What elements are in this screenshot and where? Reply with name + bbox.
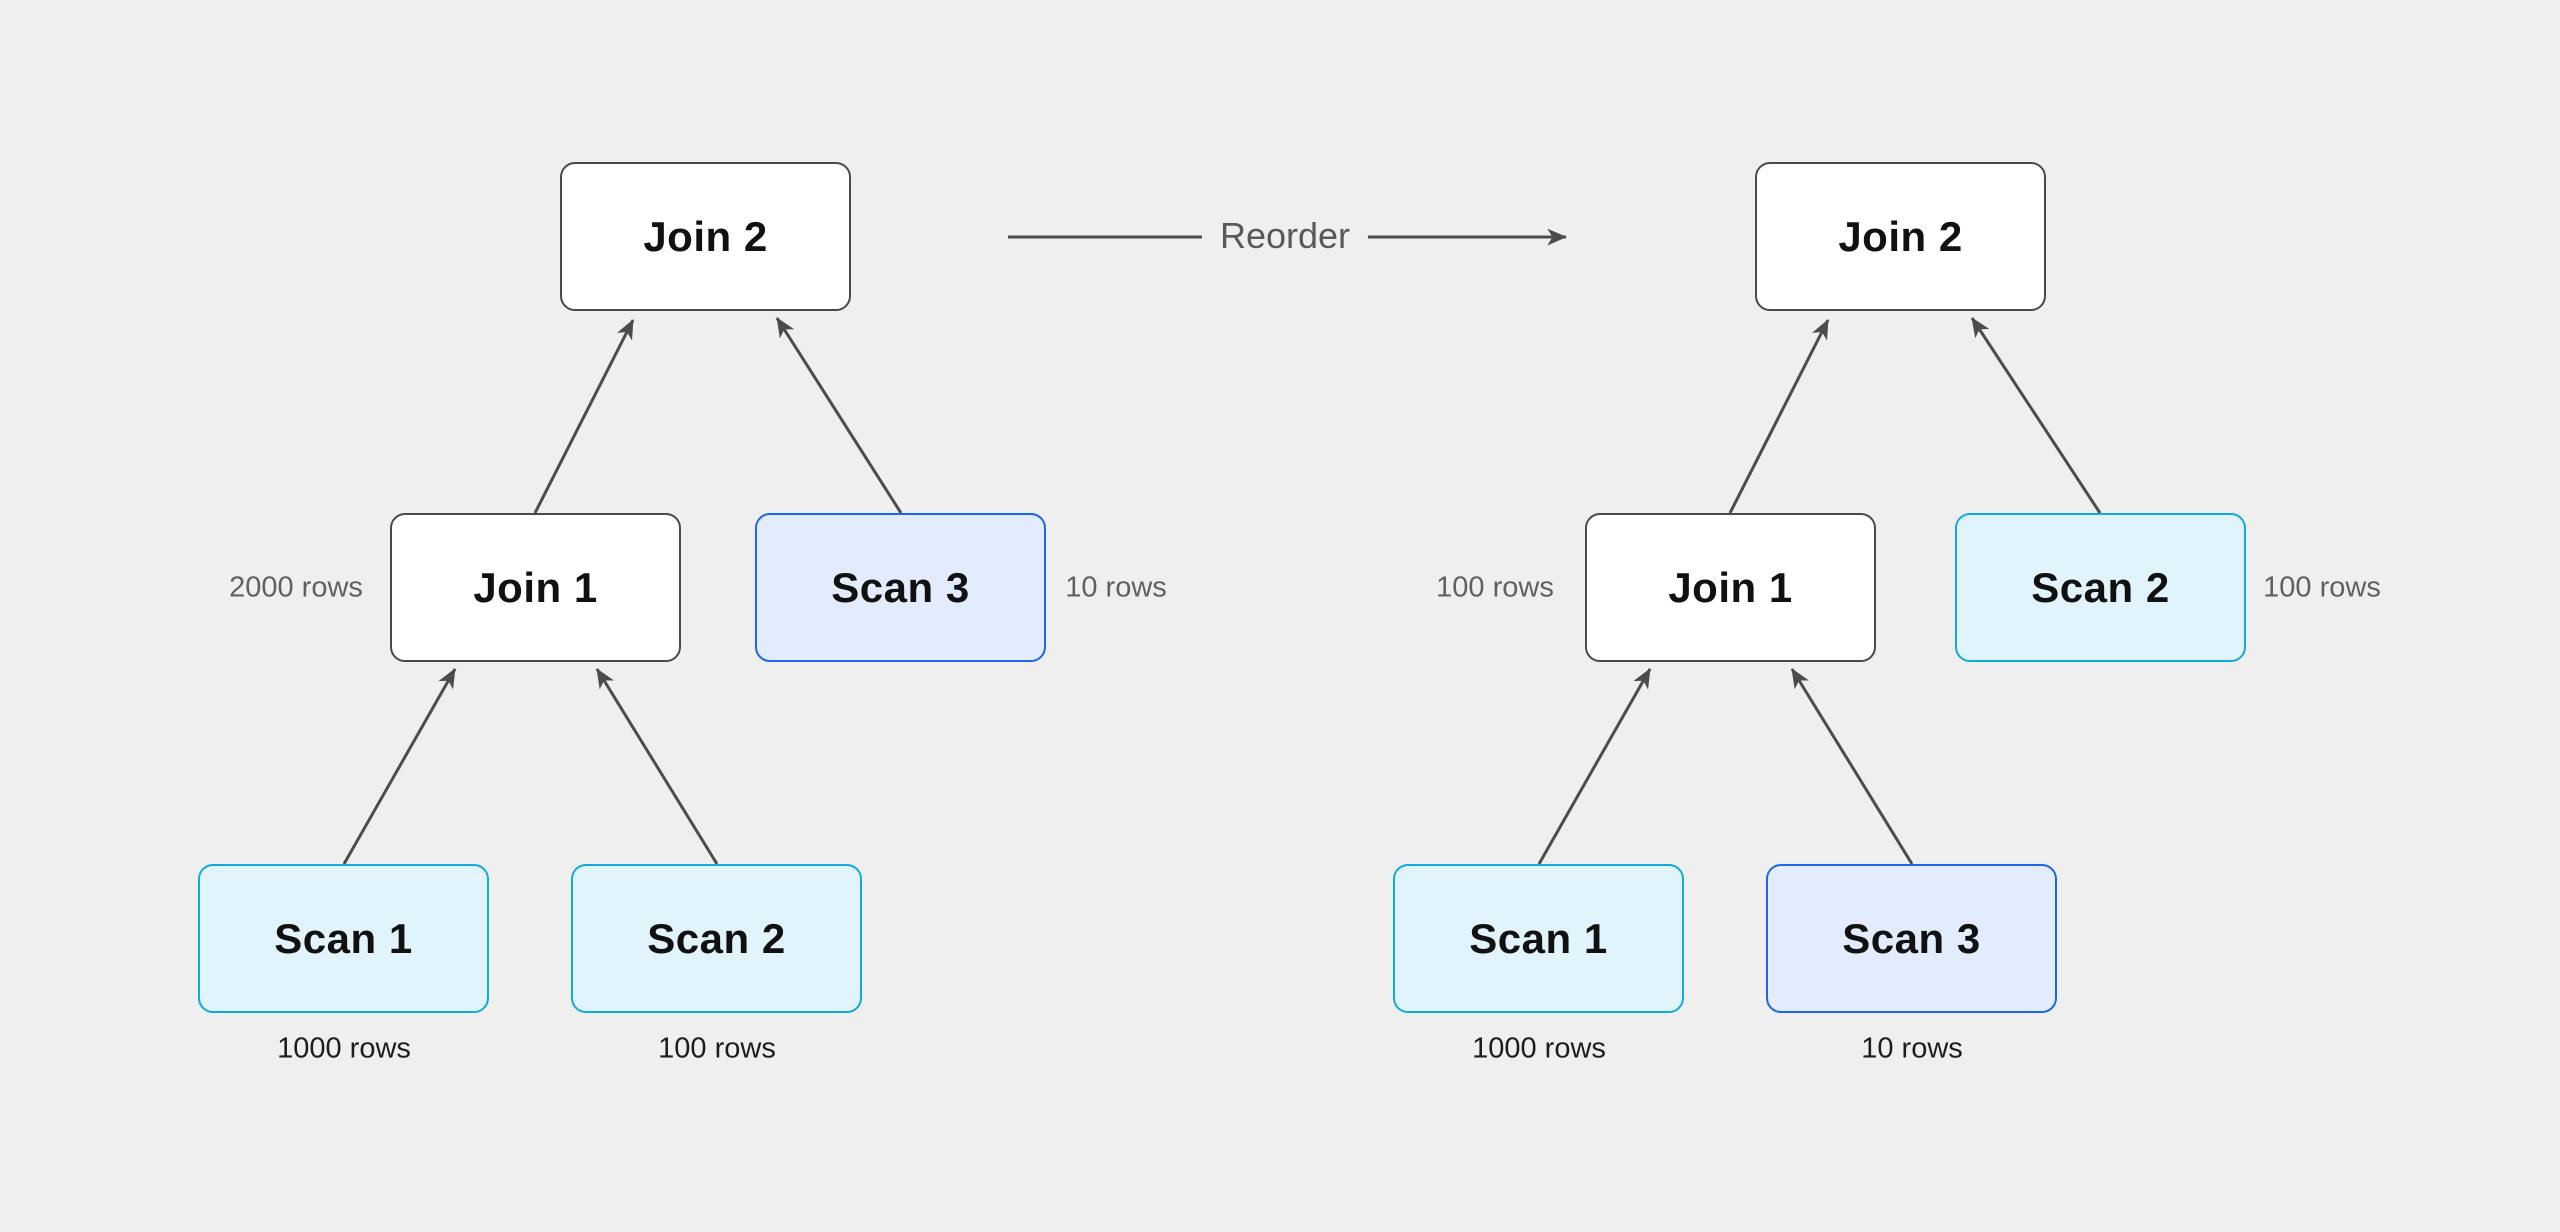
rowcount-scan2-before: 100 rows (658, 1032, 776, 1065)
edge-scan2-join2-after (1970, 317, 2102, 514)
node-scan3-before: Scan 3 (755, 513, 1046, 662)
node-scan1-before: Scan 1 (198, 864, 489, 1013)
node-join2-after: Join 2 (1755, 162, 2046, 311)
reorder-label: Reorder (1201, 213, 1369, 259)
rowcount-scan3-before: 10 rows (1065, 571, 1167, 604)
edge-join1-join2-before (533, 319, 635, 514)
node-scan2-after: Scan 2 (1955, 513, 2246, 662)
edge-scan1-join1-after (1537, 668, 1652, 865)
node-join1-after: Join 1 (1585, 513, 1876, 662)
node-join1-before: Join 1 (390, 513, 681, 662)
rowcount-join1-before: 2000 rows (229, 571, 363, 604)
node-scan2-before: Scan 2 (571, 864, 862, 1013)
edge-scan1-join1-before (342, 668, 457, 865)
edge-scan3-join2-before (775, 317, 903, 514)
rowcount-join1-after: 100 rows (1436, 571, 1554, 604)
rowcount-scan1-before: 1000 rows (277, 1032, 411, 1065)
edge-scan2-join1-before (595, 668, 719, 865)
rowcount-scan3-after: 10 rows (1861, 1032, 1963, 1065)
node-scan3-after: Scan 3 (1766, 864, 2057, 1013)
rowcount-scan1-after: 1000 rows (1472, 1032, 1606, 1065)
edge-scan3-join1-after (1790, 668, 1914, 865)
node-scan1-after: Scan 1 (1393, 864, 1684, 1013)
rowcount-scan2-after: 100 rows (2263, 571, 2381, 604)
node-join2-before: Join 2 (560, 162, 851, 311)
edge-join1-join2-after (1728, 319, 1830, 514)
